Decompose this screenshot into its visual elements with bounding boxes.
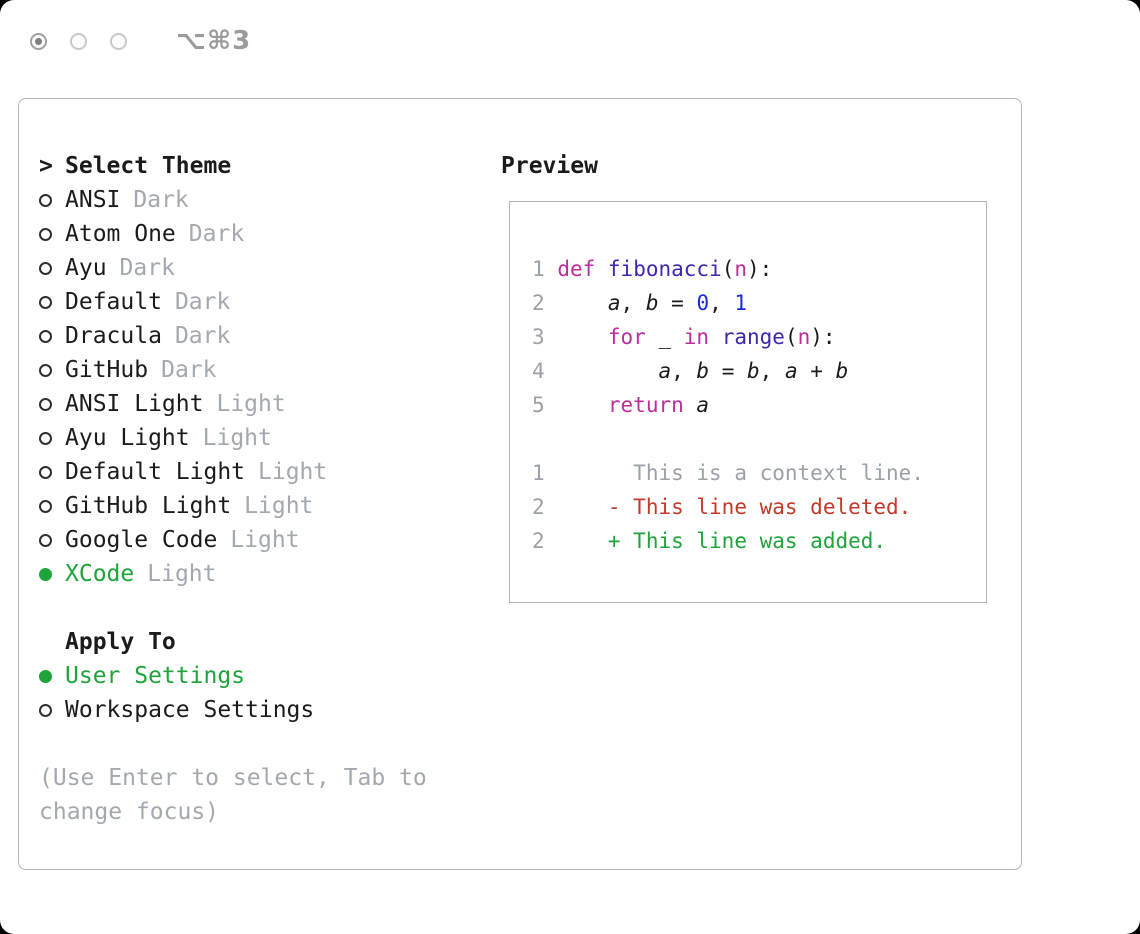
apply-to-option-label: Workspace Settings: [65, 697, 315, 723]
theme-option[interactable]: Dracula Dark: [39, 319, 427, 353]
apply-to-title: Apply To: [65, 629, 176, 655]
diff-line-context: 1 This is a context line.: [532, 456, 986, 490]
radio-selected-icon: [39, 567, 52, 581]
theme-variant-label: Dark: [174, 323, 231, 349]
code-line: 1 def fibonacci(n):: [532, 257, 773, 281]
code-line: 4 a, b = b, a + b: [532, 359, 849, 383]
code-line: 3 for _ in range(n):: [532, 325, 836, 349]
radio-icon: [39, 703, 52, 717]
traffic-light-zoom-button[interactable]: [110, 32, 127, 50]
hint-text: (Use Enter to select, Tab to change focu…: [39, 761, 427, 829]
line-number: 2: [532, 291, 545, 315]
blank-line: [532, 422, 986, 456]
diff-text: This is a context line.: [557, 461, 924, 485]
preview-code-box: 1 def fibonacci(n): 2 a, b = 0, 1 3 for _ …: [509, 201, 987, 603]
radio-icon: [39, 363, 52, 377]
theme-name: XCode: [65, 561, 135, 587]
theme-variant-label: Light: [258, 459, 328, 485]
radio-icon: [39, 397, 52, 411]
theme-name: GitHub Light: [65, 493, 232, 519]
radio-icon: [39, 329, 52, 343]
theme-option[interactable]: ANSI Light Light: [39, 387, 427, 421]
hint-line-1: (Use Enter to select, Tab to: [39, 765, 427, 791]
theme-variant-label: Dark: [174, 289, 231, 315]
theme-variant-label: Dark: [119, 255, 175, 281]
theme-name: Dracula: [65, 323, 162, 349]
theme-name: ANSI Light: [65, 391, 204, 417]
theme-option[interactable]: Ayu Dark: [39, 251, 427, 285]
radio-icon: [39, 533, 52, 547]
theme-option[interactable]: GitHub Light Light: [39, 489, 427, 523]
prompt-caret-icon: >: [39, 153, 53, 179]
radio-icon: [39, 465, 52, 479]
keyboard-shortcut-label: ⌥⌘3: [176, 26, 252, 56]
traffic-light-minimize-button[interactable]: [70, 32, 87, 50]
select-theme-title: Select Theme: [65, 153, 232, 179]
theme-option[interactable]: GitHub Dark: [39, 353, 427, 387]
line-number: 2: [532, 529, 545, 553]
theme-variant-label: Dark: [188, 221, 245, 247]
apply-to-header: Apply To: [39, 625, 427, 659]
line-number: 2: [532, 495, 545, 519]
apply-to-option[interactable]: User Settings: [39, 659, 427, 693]
theme-name: Ayu Light: [65, 425, 190, 451]
theme-option[interactable]: Ayu Light Light: [39, 421, 427, 455]
code-line: 2 a, b = 0, 1: [532, 291, 748, 315]
radio-icon: [39, 193, 52, 207]
preview-title: Preview: [501, 153, 598, 179]
radio-icon: [39, 431, 52, 445]
radio-selected-icon: [39, 669, 52, 683]
radio-icon: [39, 295, 52, 309]
theme-option[interactable]: Google Code Light: [39, 523, 427, 557]
radio-icon: [39, 499, 52, 513]
theme-option[interactable]: XCode Light: [39, 557, 427, 591]
traffic-light-dot-icon: [35, 37, 42, 45]
radio-icon: [39, 261, 52, 275]
theme-name: Atom One: [65, 221, 176, 247]
traffic-light-close-button[interactable]: [30, 32, 47, 50]
line-number: 1: [532, 461, 545, 485]
theme-option[interactable]: ANSI Dark: [39, 183, 427, 217]
apply-to-option[interactable]: Workspace Settings: [39, 693, 427, 727]
hint-line-2: change focus): [39, 799, 220, 825]
radio-icon: [39, 227, 52, 241]
diff-line-deleted: 2 - This line was deleted.: [532, 490, 986, 524]
theme-option[interactable]: Default Light Light: [39, 455, 427, 489]
diff-text: - This line was deleted.: [557, 495, 912, 519]
theme-name: Google Code: [65, 527, 218, 553]
line-number: 3: [532, 325, 545, 349]
diff-line-added: 2 + This line was added.: [532, 524, 986, 558]
theme-variant-label: Dark: [161, 357, 217, 383]
theme-option[interactable]: Atom One Dark: [39, 217, 427, 251]
window-titlebar: ⌥⌘3: [30, 26, 251, 56]
theme-variant-label: Dark: [133, 187, 189, 213]
theme-name: ANSI: [65, 187, 121, 213]
theme-variant-label: Light: [244, 493, 314, 519]
diff-text: + This line was added.: [557, 529, 887, 553]
theme-name: Ayu: [65, 255, 107, 281]
theme-variant-label: Light: [202, 425, 272, 451]
select-theme-header: > Select Theme: [39, 149, 427, 183]
theme-option[interactable]: Default Dark: [39, 285, 427, 319]
line-number: 1: [532, 257, 545, 281]
line-number: 5: [532, 393, 545, 417]
apply-to-option-label: User Settings: [65, 663, 246, 689]
theme-variant-label: Light: [230, 527, 300, 553]
theme-name: GitHub: [65, 357, 149, 383]
theme-variant-label: Light: [216, 391, 286, 417]
theme-name: Default: [65, 289, 162, 315]
theme-variant-label: Light: [147, 561, 217, 587]
code-block: 1 def fibonacci(n): 2 a, b = 0, 1 3 for _ …: [532, 252, 986, 558]
line-number: 4: [532, 359, 545, 383]
code-line: 5 return a: [532, 393, 710, 417]
theme-name: Default Light: [65, 459, 246, 485]
